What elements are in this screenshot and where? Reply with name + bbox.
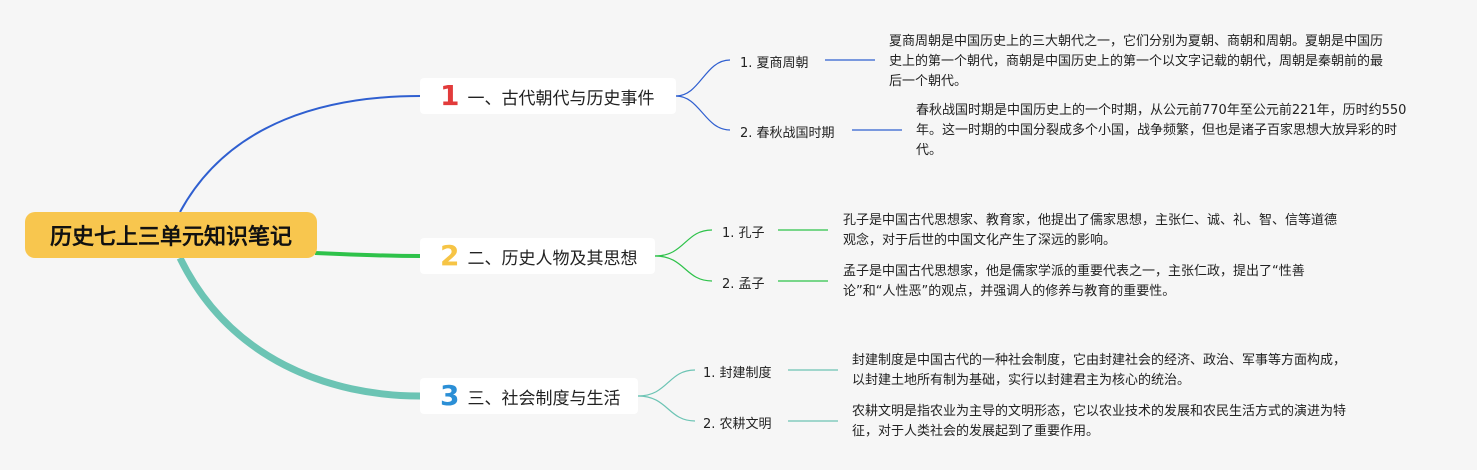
- connector-b3-leaf2: [637, 395, 696, 422]
- branch-ancient-dynasties[interactable]: 1 一、古代朝代与历史事件: [420, 78, 676, 114]
- leaf-spring-autumn[interactable]: 2. 春秋战国时期: [740, 126, 835, 141]
- leaf-mencius[interactable]: 2. 孟子: [722, 277, 765, 292]
- connector-root-branch2: [314, 251, 421, 258]
- leaf-feudal-system[interactable]: 1. 封建制度: [703, 366, 772, 381]
- connector-b1-leaf1: [675, 59, 731, 97]
- leaf-confucius[interactable]: 1. 孔子: [722, 226, 765, 241]
- leaf-xia-shang-zhou[interactable]: 1. 夏商周朝: [740, 56, 809, 71]
- desc-mencius: 孟子是中国古代思想家，他是儒家学派的重要代表之一，主张仁政，提出了“性善论”和“…: [843, 264, 1305, 299]
- desc-confucius: 孔子是中国古代思想家、教育家，他提出了儒家思想，主张仁、诚、礼、智、信等道德观念…: [843, 213, 1338, 248]
- connector-b2-leaf2: [654, 255, 713, 282]
- branch-historical-figures[interactable]: 2 二、历史人物及其思想: [420, 238, 655, 274]
- desc-spring-autumn: 春秋战国时期是中国历史上的一个时期，从公元前770年至公元前221年，历时约55…: [916, 103, 1407, 158]
- leaf-agricultural-civilization[interactable]: 2. 农耕文明: [703, 417, 772, 432]
- connector-root-branch3: [176, 256, 421, 400]
- connector-b2-leaf1: [654, 229, 713, 257]
- number-two-icon: 2: [440, 239, 460, 272]
- desc-agricultural-civilization: 农耕文明是指农业为主导的文明形态，它以农业技术的发展和农民生活方式的演进为特征，…: [852, 404, 1347, 439]
- branch-label: 一、古代朝代与历史事件: [467, 88, 655, 109]
- connector-b3-leaf1: [637, 369, 696, 397]
- branch-label: 二、历史人物及其思想: [467, 248, 638, 269]
- connector-b1-leaf2: [675, 95, 731, 131]
- branch-social-system[interactable]: 3 三、社会制度与生活: [420, 378, 638, 414]
- branch-label: 三、社会制度与生活: [467, 388, 621, 409]
- desc-xia-shang-zhou: 夏商周朝是中国历史上的三大朝代之一，它们分别为夏朝、商朝和周朝。夏朝是中国历史上…: [889, 34, 1384, 89]
- number-three-icon: 3: [440, 379, 460, 412]
- connector-root-branch1: [179, 95, 421, 213]
- root-topic[interactable]: 历史七上三单元知识笔记: [25, 212, 317, 258]
- root-title: 历史七上三单元知识笔记: [49, 225, 292, 250]
- desc-feudal-system: 封建制度是中国古代的一种社会制度，它由封建社会的经济、政治、军事等方面构成，以封…: [852, 353, 1347, 388]
- number-one-icon: 1: [440, 79, 460, 112]
